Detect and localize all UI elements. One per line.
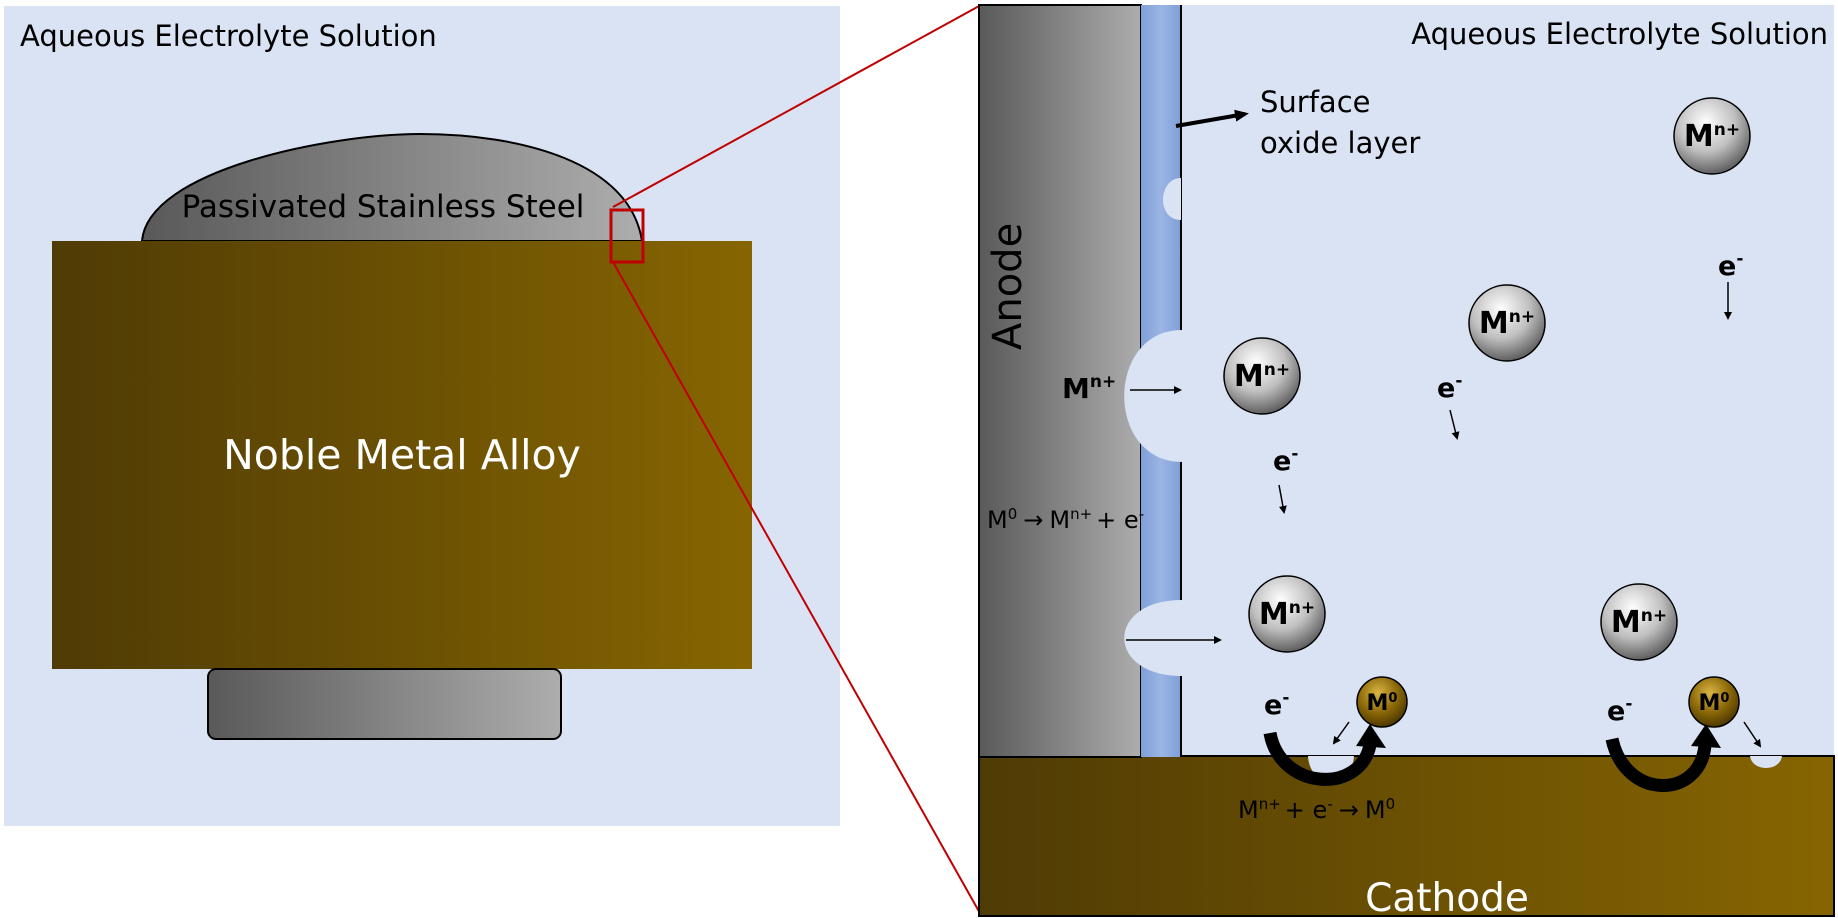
svg-text:Mn+: Mn+ xyxy=(1684,119,1740,154)
left-panel: Aqueous Electrolyte Solution Passivated … xyxy=(4,6,840,826)
noble-metal-alloy-block xyxy=(52,241,752,669)
oxide-pointer-arrow xyxy=(1175,109,1249,128)
anode-label: Anode xyxy=(985,223,1031,350)
metal-ion-5: Mn+ xyxy=(1600,583,1678,661)
anode-reaction-equation: M0→Mn++ e- xyxy=(987,505,1144,534)
anode-pit-large xyxy=(1124,330,1182,462)
callout-line-bottom xyxy=(612,261,982,916)
electron-3: e- xyxy=(1718,249,1743,320)
svg-text:e-: e- xyxy=(1264,688,1289,721)
metal-ion-1: Mn+ xyxy=(1673,97,1751,175)
metal-ion-4: Mn+ xyxy=(1248,575,1326,653)
svg-text:e-: e- xyxy=(1437,371,1462,404)
callout-line-top xyxy=(612,4,982,208)
svg-text:e-: e- xyxy=(1607,694,1632,727)
deposited-atom-2: M0 xyxy=(1688,676,1740,728)
svg-text:e-: e- xyxy=(1273,444,1298,477)
deposited-atom-1: M0 xyxy=(1356,676,1408,728)
oxide-label-line2: oxide layer xyxy=(1260,126,1420,160)
cathode-pit-right xyxy=(1750,756,1782,768)
passivated-steel-dome xyxy=(140,132,644,242)
svg-text:M0: M0 xyxy=(1699,691,1730,716)
right-solution-label: Aqueous Electrolyte Solution xyxy=(1411,17,1828,51)
electron-2: e- xyxy=(1437,371,1462,440)
svg-text:Mn+: Mn+ xyxy=(1479,306,1535,341)
metal-ion-2: Mn+ xyxy=(1468,284,1546,362)
metal-ion-3: Mn+ xyxy=(1223,337,1301,415)
electron-4: e- xyxy=(1264,688,1289,721)
electron-1: e- xyxy=(1273,444,1298,514)
svg-text:Mn+: Mn+ xyxy=(1234,359,1290,394)
anode-pit-lower xyxy=(1124,600,1182,676)
passivated-steel-label: Passivated Stainless Steel xyxy=(182,189,585,225)
ion-leaving-label: Mn+ xyxy=(1062,372,1116,405)
noble-metal-alloy-label: Noble Metal Alloy xyxy=(223,431,581,479)
electron-5: e- xyxy=(1607,694,1632,727)
anode-pit-small xyxy=(1162,178,1181,220)
left-solution-label: Aqueous Electrolyte Solution xyxy=(20,19,437,53)
right-panel: Cathode Aqueous Electrolyte Solution Sur… xyxy=(978,4,1835,918)
zoom-region-box xyxy=(609,208,645,264)
svg-text:Mn+: Mn+ xyxy=(1611,605,1667,640)
cathode-label: Cathode xyxy=(1365,876,1529,918)
oxide-label-line1: Surface xyxy=(1260,85,1370,119)
deposition-arrow-right xyxy=(1743,721,1762,748)
svg-text:e-: e- xyxy=(1718,249,1743,282)
deposition-arrow-left xyxy=(1332,721,1350,745)
anode-block xyxy=(978,4,1142,758)
bottom-steel-slab xyxy=(207,668,562,740)
reduction-arrow-right xyxy=(1605,724,1721,792)
reduction-arrow-left xyxy=(1263,724,1386,786)
svg-text:M0: M0 xyxy=(1367,691,1398,716)
svg-text:Mn+: Mn+ xyxy=(1259,597,1315,632)
cathode-reaction-equation: Mn++ e-→M0 xyxy=(1238,795,1395,824)
